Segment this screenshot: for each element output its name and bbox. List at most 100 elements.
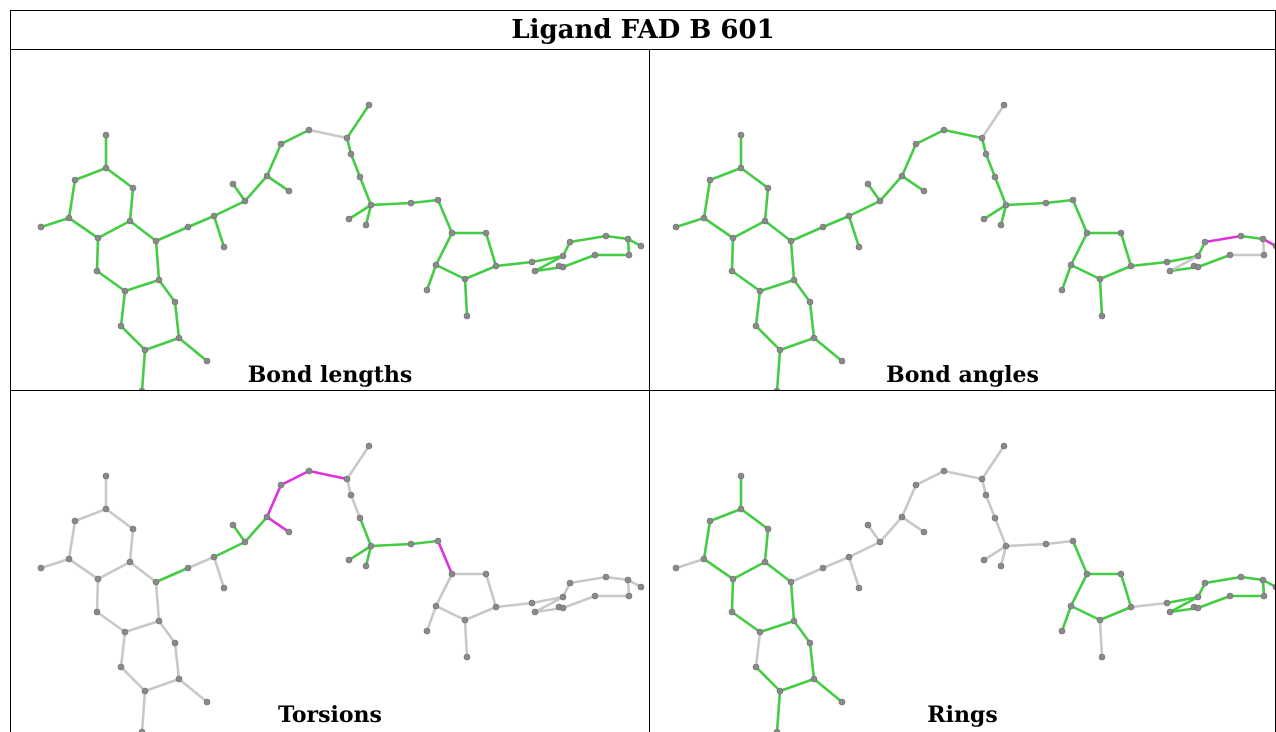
bond: [231, 523, 247, 544]
atom: [1201, 579, 1209, 587]
bond: [67, 519, 77, 561]
atom: [810, 334, 818, 342]
bond: [1119, 231, 1133, 268]
bond: [1069, 572, 1089, 608]
atom: [700, 555, 708, 563]
bond: [754, 665, 782, 693]
atom: [559, 604, 567, 612]
panel-caption: Rings: [927, 702, 998, 728]
bond: [789, 580, 796, 623]
atom: [761, 217, 769, 225]
bond: [1196, 253, 1232, 269]
bond: [808, 300, 816, 340]
bond: [369, 201, 413, 207]
bond: [409, 539, 440, 546]
atom: [461, 275, 469, 283]
bond: [434, 604, 467, 622]
bond: [95, 610, 127, 634]
bond: [1044, 198, 1075, 205]
atom: [591, 251, 599, 259]
bond: [792, 619, 812, 645]
atom: [1194, 604, 1202, 612]
bond: [95, 577, 100, 614]
atom: [141, 346, 149, 354]
bond: [307, 128, 349, 140]
atom: [129, 525, 137, 533]
bond: [128, 527, 135, 564]
atom: [559, 593, 567, 601]
bond: [702, 178, 712, 220]
bond: [778, 336, 816, 352]
atom: [559, 263, 567, 271]
atom: [1067, 261, 1075, 269]
bond: [900, 515, 926, 534]
bond: [982, 203, 1008, 221]
bond: [1098, 264, 1133, 281]
atom: [423, 627, 431, 635]
bond: [143, 336, 181, 352]
bond: [265, 483, 283, 519]
bond: [821, 555, 851, 570]
atom: [71, 176, 79, 184]
bond: [1060, 263, 1073, 292]
atom: [1163, 599, 1171, 607]
bond: [847, 199, 882, 218]
bond: [792, 278, 812, 304]
bond: [999, 203, 1008, 227]
atom: [492, 262, 500, 270]
bond: [878, 515, 904, 544]
atom: [129, 184, 137, 192]
bond: [754, 630, 762, 669]
atom: [1098, 653, 1106, 661]
atom: [1194, 252, 1202, 260]
atom: [1260, 592, 1268, 600]
bond: [530, 595, 565, 605]
atom: [978, 134, 986, 142]
bond: [999, 544, 1008, 568]
atom: [700, 214, 708, 222]
bond: [39, 557, 71, 570]
atom: [737, 164, 745, 172]
bond: [754, 289, 762, 328]
atom: [102, 505, 110, 513]
atom: [1194, 593, 1202, 601]
bond: [900, 483, 918, 519]
bond: [1044, 539, 1075, 546]
bond: [674, 557, 706, 570]
bond: [980, 103, 1006, 140]
atom: [121, 628, 129, 636]
atom: [864, 521, 872, 529]
bond: [463, 605, 498, 622]
bond: [73, 166, 108, 182]
atom: [461, 616, 469, 624]
atom: [756, 628, 764, 636]
bond: [154, 580, 161, 623]
bond: [1239, 234, 1265, 241]
bond: [95, 269, 127, 293]
atom: [220, 584, 228, 592]
atom: [1272, 583, 1275, 591]
atom: [1058, 286, 1066, 294]
panel-rings: Rings: [650, 391, 1275, 732]
bond: [212, 555, 226, 590]
bond: [177, 677, 209, 704]
atom: [432, 261, 440, 269]
atom: [407, 199, 415, 207]
atom: [210, 212, 218, 220]
bond: [173, 641, 181, 681]
bond: [157, 619, 177, 645]
atom: [434, 196, 442, 204]
atom: [764, 184, 772, 192]
bond: [1165, 254, 1200, 264]
bond: [154, 239, 161, 282]
bond: [878, 174, 904, 203]
bond: [434, 572, 454, 608]
bond: [212, 199, 247, 218]
bond: [1239, 575, 1265, 582]
atom: [940, 126, 948, 134]
atom: [1272, 242, 1275, 250]
atom: [1002, 201, 1010, 209]
atom: [1098, 312, 1106, 320]
atom: [432, 602, 440, 610]
atom: [117, 663, 125, 671]
